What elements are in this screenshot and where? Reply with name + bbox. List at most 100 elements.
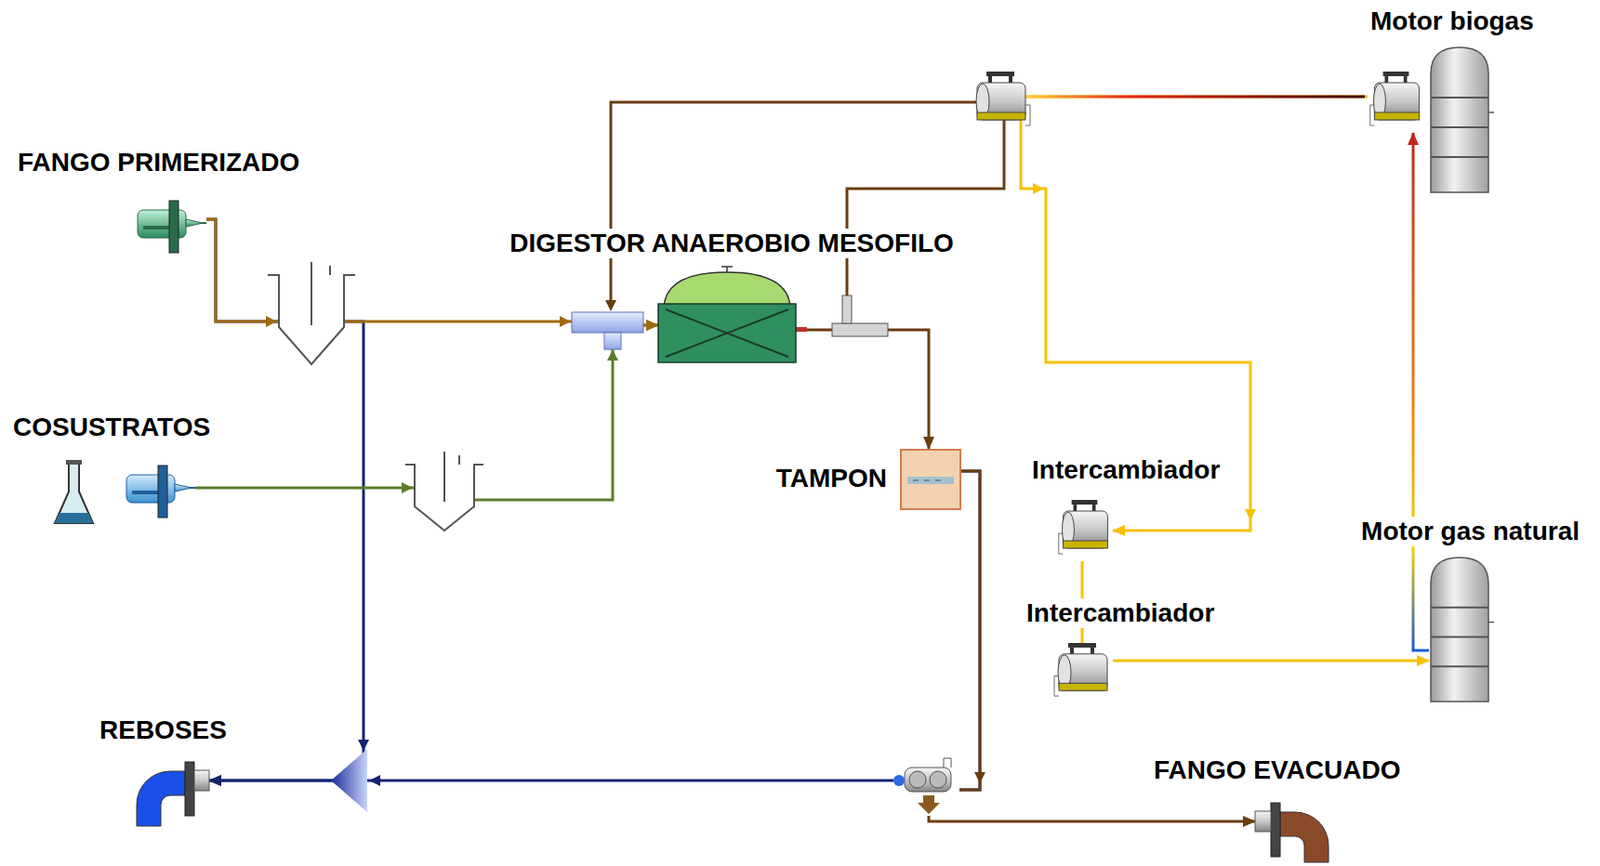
exchanger-pipe — [1370, 105, 1376, 126]
outlet-tee — [795, 295, 888, 337]
buffer-liquid — [912, 479, 941, 482]
outlet-tee — [842, 295, 852, 324]
pipe-body — [143, 225, 170, 230]
node-icon — [132, 754, 210, 827]
elbow-pipe — [136, 771, 186, 827]
outlet-tee — [795, 327, 807, 332]
thickener — [405, 451, 484, 531]
flow-line — [1413, 132, 1429, 651]
recirculation-line — [846, 119, 1005, 296]
hot-water-line — [1025, 95, 1365, 99]
exchanger-body — [1374, 82, 1419, 120]
buffer-tank: TAMPON — [899, 449, 962, 511]
outlet-tee — [832, 323, 888, 337]
elbow-flange — [185, 762, 195, 817]
exchanger-body — [1058, 654, 1108, 691]
dewatering-unit — [909, 771, 926, 789]
digester-vent — [721, 266, 733, 273]
node-label: COSUSTRATOS — [10, 412, 213, 443]
node-label: REBOSES — [96, 715, 230, 746]
elbow-stub — [194, 770, 210, 792]
elbow-stub — [1255, 811, 1271, 833]
engine-tank — [1430, 47, 1489, 193]
heat-exchanger: Intercambiador — [1056, 500, 1113, 562]
heat-exchanger — [1058, 500, 1109, 555]
node-label: Intercambiador — [1029, 455, 1223, 486]
heat-exchanger — [1370, 71, 1420, 126]
biogas-engine: Motor biogas — [1367, 45, 1491, 133]
node-icon — [658, 270, 796, 363]
sludge-inlet: FANGO PRIMERIZADO — [137, 197, 207, 257]
flow-line — [795, 330, 929, 450]
digester-dome — [663, 272, 791, 308]
overflow-collector — [330, 749, 368, 813]
cosubstrate-inlet: COSUSTRATOS — [45, 453, 196, 527]
arrowhead — [559, 316, 571, 328]
arrowhead — [265, 316, 278, 328]
node-icon — [1367, 45, 1491, 133]
arrowhead — [369, 775, 381, 787]
feed-icon — [137, 200, 207, 253]
overflow-outlet: REBOSES — [132, 754, 210, 827]
outlet-elbow — [136, 762, 210, 827]
arrowhead — [1032, 183, 1045, 195]
arrowhead — [607, 349, 619, 361]
dewatering-unit — [893, 754, 960, 817]
flask-neck — [66, 460, 82, 465]
elbow-flange — [1270, 803, 1281, 858]
exchanger-pipe — [1058, 533, 1064, 555]
mixing-tee — [571, 312, 644, 333]
thickener — [267, 262, 356, 365]
arrowhead — [605, 300, 617, 312]
heat-exchanger — [977, 82, 1026, 120]
handle — [1071, 500, 1098, 505]
mixing-tee — [571, 312, 644, 350]
tank-ring — [1430, 665, 1489, 668]
pipe-body — [132, 490, 159, 495]
pipe-flange — [169, 200, 179, 253]
pipe-nozzle — [185, 219, 203, 227]
tank-ring — [1430, 156, 1489, 159]
engine-tank — [1430, 47, 1495, 193]
digester-body — [658, 304, 796, 363]
pipe-flange — [158, 465, 168, 518]
flow-line — [1112, 660, 1429, 663]
pipe-nozzle — [174, 484, 192, 492]
dewatering-unit — [929, 771, 947, 789]
node-icon — [45, 453, 196, 527]
recirculation-line — [610, 102, 978, 303]
flow-line — [206, 219, 364, 781]
flow-line — [1020, 96, 1368, 531]
pipe-nozzle — [200, 222, 207, 225]
node-icon — [137, 197, 207, 257]
anaerobic-digester: DIGESTOR ANAEROBIO MESOFILO — [658, 270, 796, 363]
node-icon — [899, 449, 962, 511]
exchanger-body — [1062, 511, 1108, 549]
tank-ring — [1430, 635, 1489, 638]
heat-exchanger — [976, 71, 1031, 126]
node-label: FANGO PRIMERIZADO — [14, 147, 303, 178]
pipe-nozzle — [189, 487, 196, 490]
handle — [1068, 643, 1097, 648]
exchanger-band — [1374, 112, 1419, 120]
dewatering-unit — [943, 758, 952, 768]
handle — [1383, 71, 1410, 77]
heat-exchanger — [1025, 105, 1031, 126]
arrowhead — [357, 740, 370, 752]
digester-mixer — [665, 309, 789, 358]
tank-ring — [1430, 96, 1489, 99]
tank-ring — [1430, 607, 1489, 609]
node-label: Intercambiador — [1023, 598, 1217, 629]
mixing-tee — [604, 332, 622, 350]
arrowhead — [974, 772, 986, 784]
arrowhead — [401, 482, 413, 494]
node-label: TAMPON — [773, 463, 890, 494]
exchanger-band — [1062, 541, 1108, 549]
arrowhead — [265, 183, 1257, 787]
heat-exchanger — [1054, 643, 1108, 697]
thickener — [405, 451, 484, 531]
tank-nozzle — [1488, 621, 1495, 624]
tank-ring — [1430, 126, 1489, 129]
